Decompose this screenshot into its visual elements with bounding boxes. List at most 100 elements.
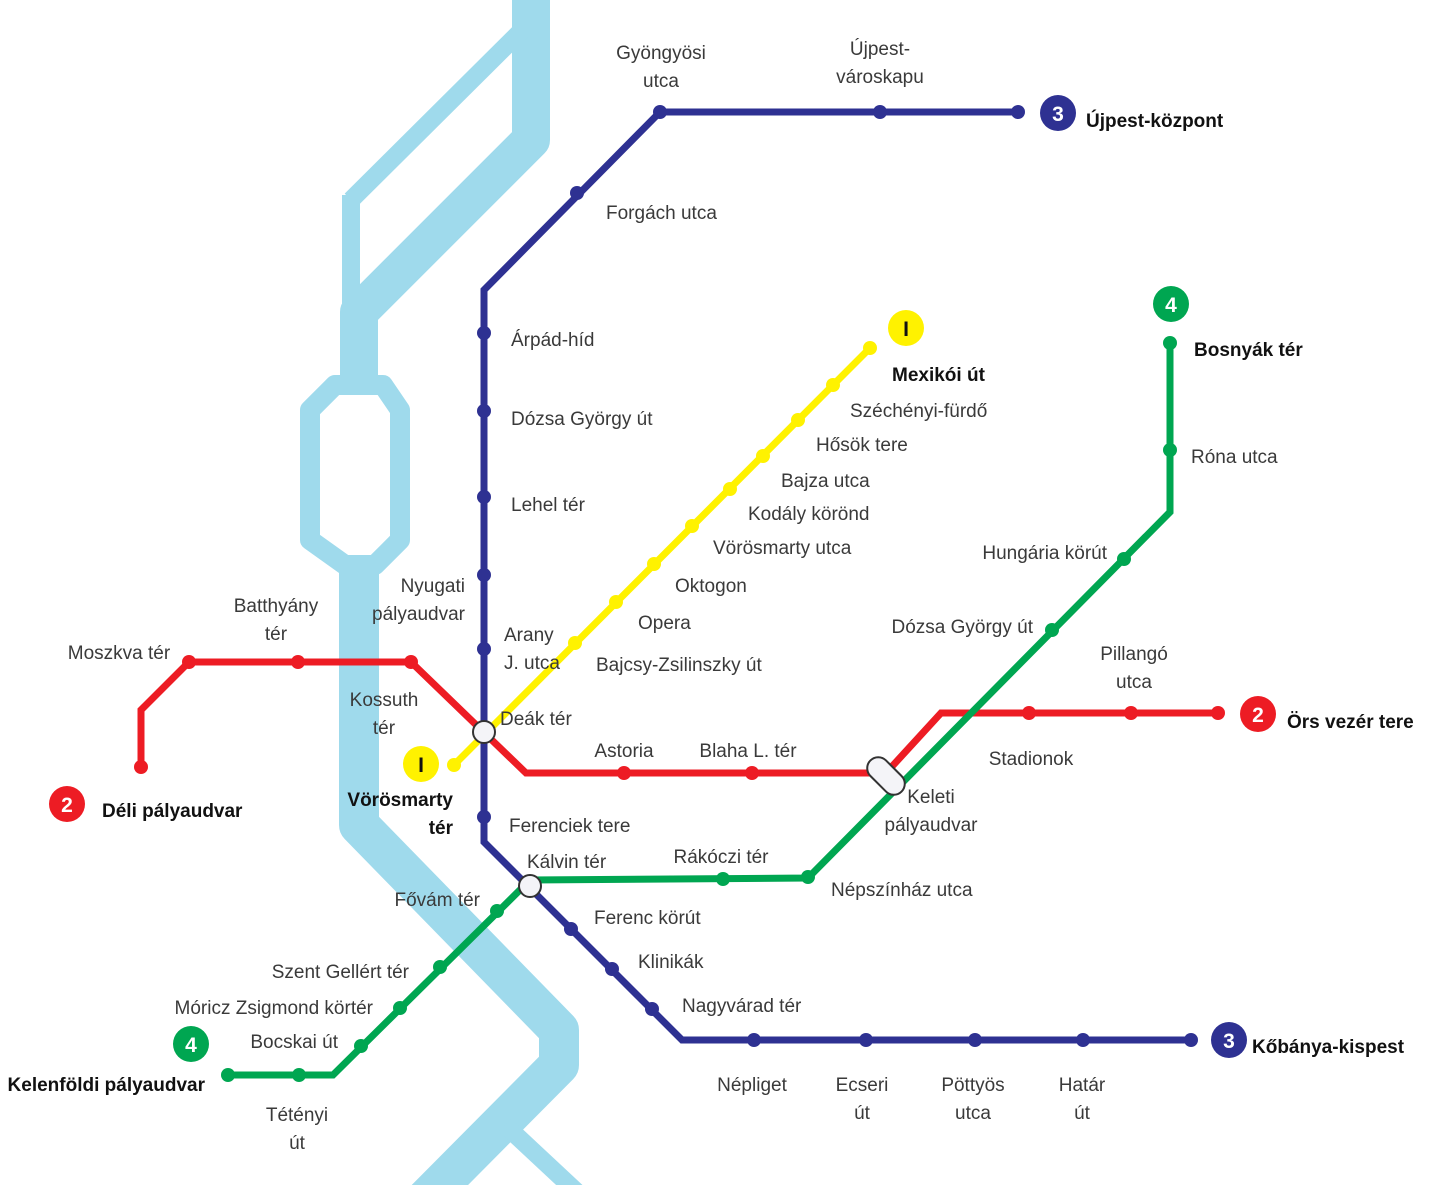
station-dot[interactable]	[182, 655, 196, 669]
station-dot[interactable]	[393, 1001, 407, 1015]
river-segment	[498, 1118, 583, 1185]
station-dot[interactable]	[859, 1033, 873, 1047]
line-number: 2	[61, 794, 73, 817]
label-line: Mexikói út	[892, 365, 986, 386]
metro-lines	[137, 108, 1218, 1079]
station-label: Hungária körút	[982, 543, 1107, 564]
line-number: 4	[1165, 294, 1177, 317]
label-line: Szent Gellért tér	[272, 962, 410, 983]
station-dot[interactable]	[1045, 623, 1059, 637]
station-dot[interactable]	[570, 186, 584, 200]
station-dot[interactable]	[617, 766, 631, 780]
station-dot[interactable]	[1124, 706, 1138, 720]
station-dot[interactable]	[723, 482, 737, 496]
station-label: Dózsa György út	[511, 409, 653, 430]
line-badge-m3	[1211, 1022, 1247, 1058]
station-dot[interactable]	[477, 568, 491, 582]
station-dot[interactable]	[826, 378, 840, 392]
label-line: Forgách utca	[606, 203, 717, 224]
station-dot[interactable]	[404, 655, 418, 669]
station-dot[interactable]	[716, 872, 730, 886]
label-line: Blaha L. tér	[699, 741, 797, 762]
interchange-keleti[interactable]	[863, 753, 910, 800]
station-label: Újpest-központ	[1086, 110, 1224, 132]
station-dot[interactable]	[433, 960, 447, 974]
station-dot[interactable]	[477, 326, 491, 340]
label-line: Népliget	[717, 1075, 787, 1096]
station-dot[interactable]	[564, 922, 578, 936]
station-dot[interactable]	[647, 557, 661, 571]
station-dot[interactable]	[745, 766, 759, 780]
station-dot[interactable]	[1022, 706, 1036, 720]
station-dot[interactable]	[447, 758, 461, 772]
station-dot[interactable]	[490, 904, 504, 918]
station-dot[interactable]	[685, 519, 699, 533]
station-label: Hősök tere	[816, 435, 908, 456]
river-segment	[340, 0, 550, 385]
station-label: Astoria	[594, 741, 654, 762]
station-dot[interactable]	[477, 642, 491, 656]
station-dot[interactable]	[477, 810, 491, 824]
label-line: tér	[265, 624, 288, 645]
label-line: utca	[955, 1103, 991, 1124]
station-dot[interactable]	[968, 1033, 982, 1047]
station-dot[interactable]	[1211, 706, 1225, 720]
station-dot[interactable]	[1163, 443, 1177, 457]
label-line: Árpád-híd	[511, 330, 594, 351]
station-dot[interactable]	[747, 1033, 761, 1047]
station-dot[interactable]	[477, 490, 491, 504]
interchange-kalvin-ter[interactable]	[518, 874, 542, 898]
line-badge-m4	[1153, 286, 1189, 322]
label-line: Határ	[1059, 1075, 1106, 1096]
station-dot[interactable]	[801, 870, 815, 884]
label-line: Hungária körút	[982, 543, 1107, 564]
station-dot[interactable]	[477, 404, 491, 418]
station-dot[interactable]	[1163, 336, 1177, 350]
station-dot[interactable]	[609, 595, 623, 609]
label-line: Móricz Zsigmond körtér	[175, 998, 374, 1019]
river-segment	[344, 23, 529, 207]
station-dot[interactable]	[292, 1068, 306, 1082]
interchange-deak-ter[interactable]	[472, 720, 496, 744]
station-dot[interactable]	[1076, 1033, 1090, 1047]
line-badge-m4	[173, 1026, 209, 1062]
label-line: Bocskai út	[250, 1032, 338, 1053]
label-line: Dózsa György út	[511, 409, 653, 430]
station-dot[interactable]	[863, 341, 877, 355]
label-line: Róna utca	[1191, 447, 1278, 468]
station-label: Kelenföldi pályaudvar	[8, 1075, 206, 1096]
label-line: Újpest-központ	[1086, 110, 1224, 132]
label-line: Astoria	[594, 741, 654, 762]
station-label: Vörösmarty utca	[713, 538, 852, 559]
station-dot[interactable]	[568, 636, 582, 650]
station-dot[interactable]	[653, 105, 667, 119]
label-line: Tétényi	[266, 1105, 328, 1126]
label-line: Bajza utca	[781, 471, 870, 492]
line-number: 3	[1052, 103, 1064, 126]
station-dot[interactable]	[1184, 1033, 1198, 1047]
station-dot[interactable]	[134, 760, 148, 774]
station-dot[interactable]	[873, 105, 887, 119]
station-dot[interactable]	[756, 449, 770, 463]
station-dot[interactable]	[1011, 105, 1025, 119]
station-dot[interactable]	[605, 962, 619, 976]
station-label: Újpest-városkapu	[836, 38, 924, 88]
station-dot[interactable]	[221, 1068, 235, 1082]
station-dot[interactable]	[291, 655, 305, 669]
label-line: Nagyvárad tér	[682, 996, 802, 1017]
label-line: Kálvin tér	[527, 852, 607, 873]
station-dot[interactable]	[791, 413, 805, 427]
label-line: J. utca	[504, 653, 560, 674]
station-label: Kálvin tér	[527, 852, 607, 873]
line-number: I	[903, 318, 909, 341]
station-label: Örs vezér tere	[1287, 712, 1414, 733]
station-label: Móricz Zsigmond körtér	[175, 998, 374, 1019]
label-line: Klinikák	[638, 952, 704, 973]
station-dot[interactable]	[645, 1002, 659, 1016]
station-dot[interactable]	[1117, 552, 1131, 566]
station-dot[interactable]	[354, 1039, 368, 1053]
station-label: Bajza utca	[781, 471, 870, 492]
